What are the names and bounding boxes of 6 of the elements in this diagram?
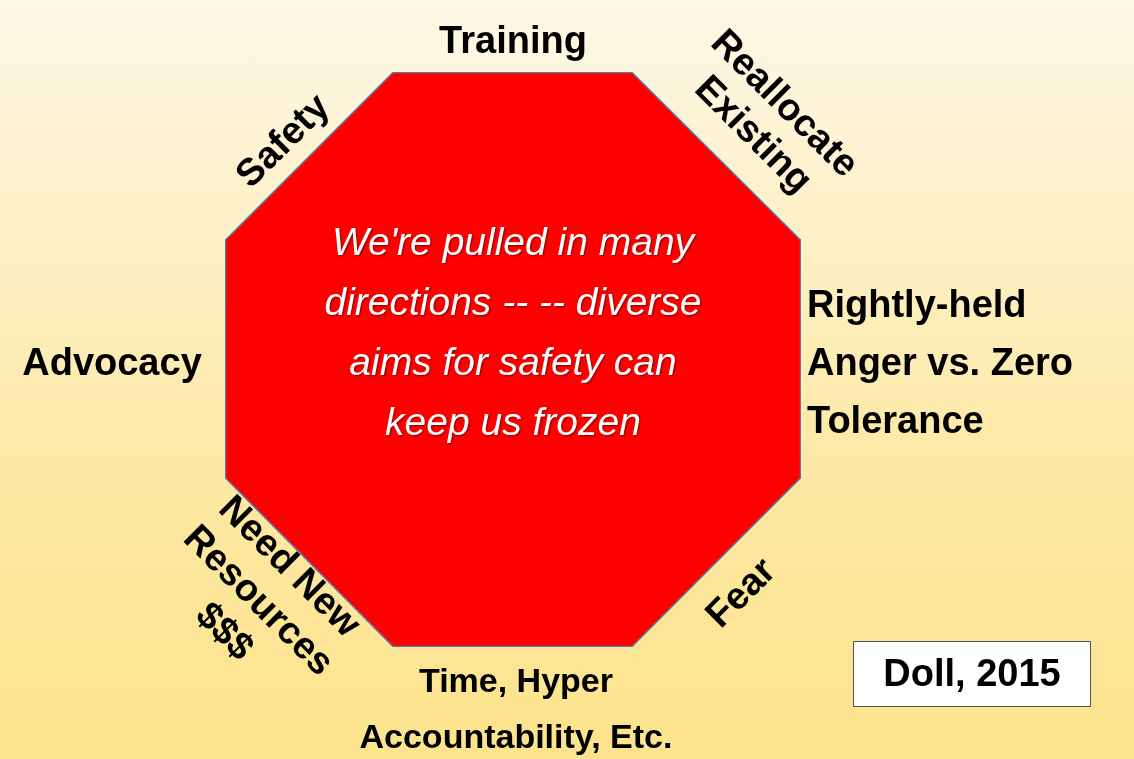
sign-text: We're pulled in many directions -- -- diverse aims for safety can keep us frozen (323, 219, 703, 445)
citation-box: Doll, 2015 (853, 641, 1091, 707)
direction-label: Training (439, 18, 587, 62)
direction-label: Advocacy (22, 340, 202, 384)
direction-label: Time, Hyper Accountability, Etc. (358, 660, 674, 757)
direction-label: Rightly-held Anger vs. Zero Tolerance (807, 282, 1075, 443)
